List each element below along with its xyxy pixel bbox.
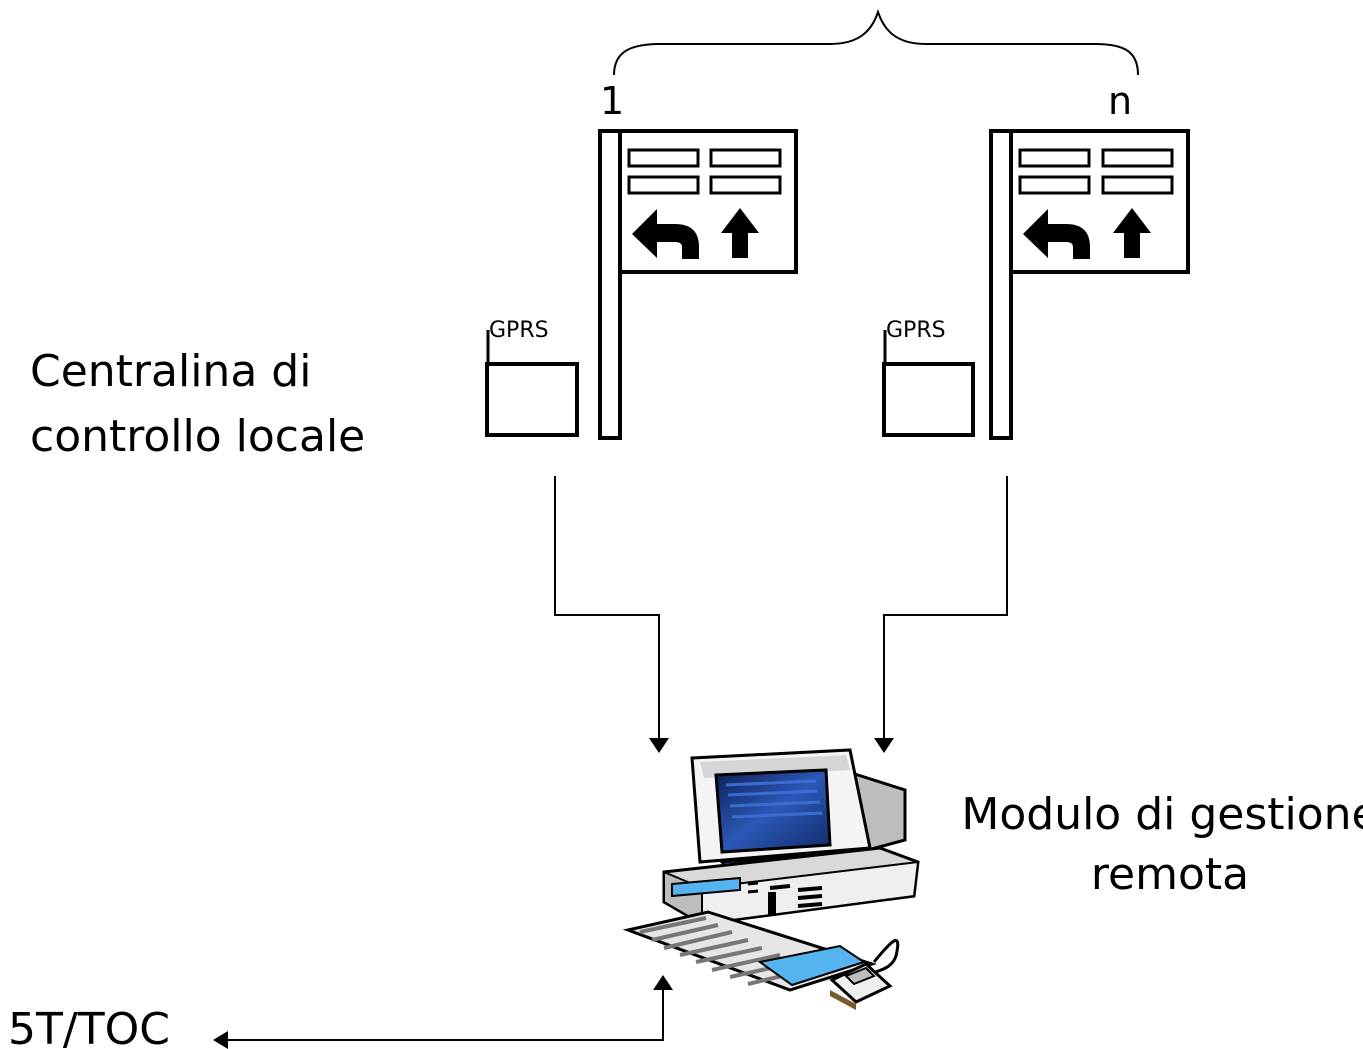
straight-arrow-icon <box>1113 208 1151 258</box>
arrow-up-to-computer <box>653 975 673 990</box>
straight-arrow-icon <box>721 208 759 258</box>
gprs-module <box>882 330 975 437</box>
direction-sign-icon <box>989 129 1190 440</box>
sign-index-last: n <box>1108 79 1132 123</box>
remote-module-label-line2: remota <box>1091 849 1249 900</box>
local-controller-label-line1: Centralina di <box>30 346 311 397</box>
sign-index-first: 1 <box>600 79 624 123</box>
desktop-computer-icon <box>622 748 920 1010</box>
external-system-label: 5T/TOC <box>8 1004 170 1049</box>
remote-module-label-line1: Modulo di gestione <box>961 789 1363 840</box>
arrow-sign1-to-computer <box>649 738 669 753</box>
turn-left-arrow-icon <box>1023 209 1090 259</box>
group-brace <box>613 8 1139 76</box>
drive-slot <box>671 876 741 898</box>
turn-left-arrow-icon <box>632 209 699 259</box>
gprs-label: GPRS <box>886 318 946 343</box>
connector-computer-to-external <box>228 990 664 1041</box>
direction-sign-icon <box>598 129 798 440</box>
local-controller-label-line2: controllo locale <box>30 411 365 462</box>
connector-signn-to-computer <box>883 476 1008 738</box>
gprs-module <box>485 330 579 437</box>
arrow-left-to-external <box>213 1031 228 1049</box>
gprs-label: GPRS <box>489 318 549 343</box>
connector-sign1-to-computer <box>554 476 660 738</box>
arrow-signn-to-computer <box>874 738 894 753</box>
